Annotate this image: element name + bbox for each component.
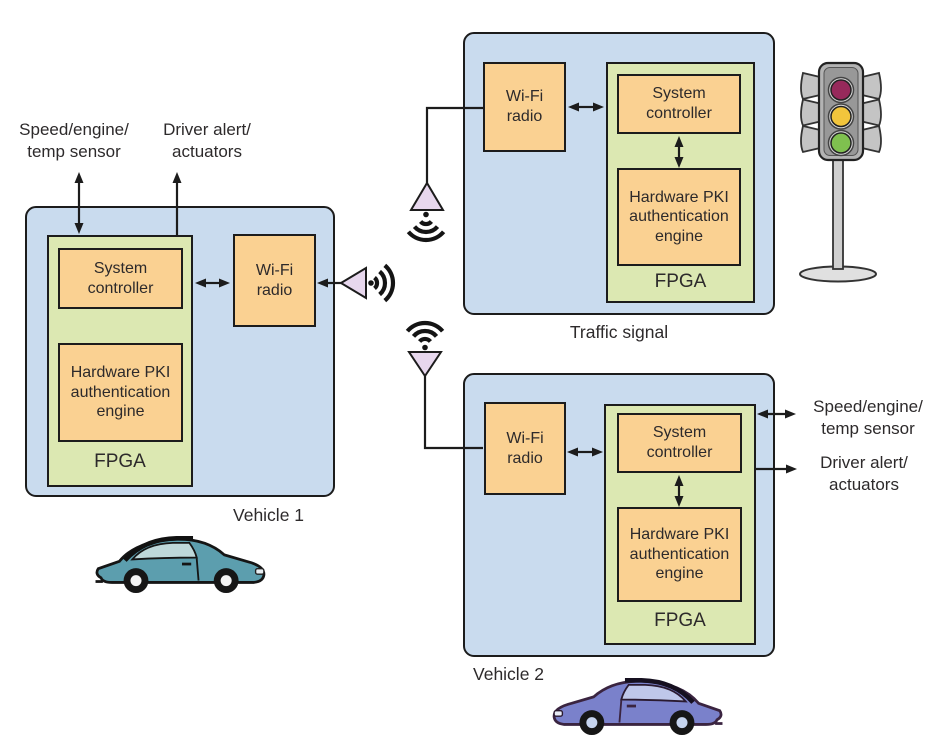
actuator-label-vehicle2: Driver alert/ actuators bbox=[820, 453, 908, 495]
vehicle2-pki-engine-box: Hardware PKI authentication engine bbox=[617, 507, 742, 602]
traffic-signal-caption: Traffic signal bbox=[569, 322, 669, 342]
wifi-waves-icon-up-facing bbox=[405, 320, 445, 351]
vehicle1-caption: Vehicle 1 bbox=[233, 505, 305, 525]
vehicle1-system-controller-box: System controller bbox=[58, 248, 183, 309]
traffic-light-icon bbox=[799, 61, 882, 283]
antenna-triangle-icon-bottom bbox=[407, 351, 443, 378]
traffic-signal-pki-engine-box: Hardware PKI authentication engine bbox=[617, 168, 741, 266]
vehicle2-system-controller-box: System controller bbox=[617, 413, 742, 473]
antenna-triangle-icon-top bbox=[409, 181, 445, 211]
wifi-waves-icon-right-facing bbox=[368, 263, 396, 303]
traffic-signal-system-controller-box: System controller bbox=[617, 74, 741, 134]
actuator-label-vehicle1: Driver alert/ actuators bbox=[163, 120, 251, 162]
sensor-label-vehicle1: Speed/engine/ temp sensor bbox=[19, 120, 129, 162]
sensor-label-vehicle2: Speed/engine/ temp sensor bbox=[813, 397, 923, 439]
antenna-triangle-icon-left bbox=[339, 266, 367, 300]
vehicle1-car-icon bbox=[95, 535, 266, 594]
vehicle1-pki-engine-box: Hardware PKI authentication engine bbox=[58, 343, 183, 442]
traffic-signal-fpga-label: FPGA bbox=[654, 271, 707, 292]
vehicle2-car-icon bbox=[552, 677, 723, 736]
vehicle1-fpga-label: FPGA bbox=[94, 451, 146, 472]
traffic-signal-wifi-radio-box: Wi-Fi radio bbox=[483, 62, 566, 152]
wifi-waves-icon-down-facing bbox=[406, 211, 446, 243]
vehicle2-caption: Vehicle 2 bbox=[473, 664, 545, 684]
vehicle2-wifi-radio-box: Wi-Fi radio bbox=[484, 402, 566, 495]
vehicle1-wifi-radio-box: Wi-Fi radio bbox=[233, 234, 316, 327]
vehicle2-fpga-label: FPGA bbox=[654, 610, 706, 631]
